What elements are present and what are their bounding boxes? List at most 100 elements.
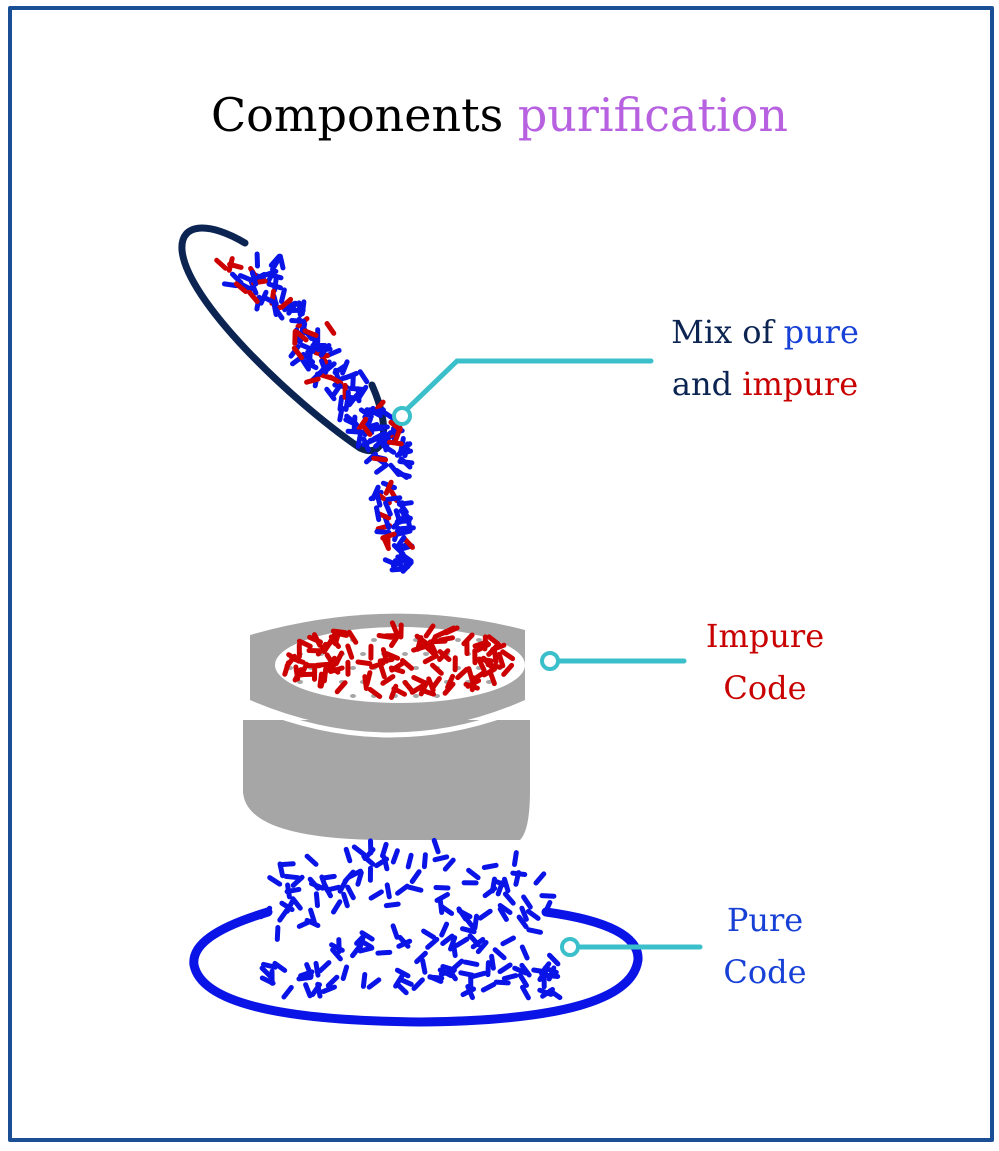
label-pure-line1: Pure [726,901,804,939]
pure-particle [480,981,497,993]
impure-particle [496,651,506,669]
mixed-particles [214,251,416,574]
impure-particle [475,641,492,653]
pure-particle [299,299,307,317]
pure-particle [421,928,437,940]
pure-particle [355,432,363,449]
impure-particle [500,649,516,662]
pure-particle [492,947,507,961]
pure-particle [358,938,374,950]
pure-particle [299,356,311,372]
pure-particle [396,938,413,949]
impure-particle [377,657,395,664]
label-pure-line2: Code [723,953,807,991]
impure-particle [304,376,321,385]
impure-particle [487,669,497,687]
impure-particle [378,662,387,680]
pure-particle [278,861,296,868]
pure-particle [367,434,385,443]
pure-particle [374,505,382,523]
pure-particle [318,343,332,358]
pure-particle [521,894,533,910]
pure-particle [495,880,505,897]
pure-particle [434,892,450,903]
impure-particle [426,676,436,693]
pure-particle [512,850,519,867]
pure-particle [458,970,475,978]
pure-particle [464,916,477,931]
pure-particle [437,967,454,979]
impure-particle [411,644,428,653]
pure-particle [398,525,416,532]
impure-particle [247,289,260,304]
pure-particle [317,960,332,974]
pure-particle [355,870,364,887]
pure-particle [510,870,528,877]
pure-particle [542,900,553,916]
pure-particle [390,923,400,940]
pure-particle [384,882,392,900]
pure-particle [374,491,383,508]
pure-particle [396,448,414,457]
pure-particle [237,273,254,283]
callout-mix [392,358,654,426]
pure-particle [300,351,316,365]
impure-particle [445,673,456,690]
impure-particle [388,419,403,433]
impure-particle [383,479,394,496]
pure-particle [381,443,397,455]
pure-particle [332,363,348,375]
impure-particle [430,662,444,676]
impure-particle [380,531,397,541]
impure-particle [437,648,451,662]
impure-particle [423,623,436,639]
pure-particle [289,318,307,324]
pure-particle [303,982,313,999]
label-mix-of-pure-and-impure: Mix of pure and impure [640,306,890,410]
pure-particle [481,862,499,870]
pure-particle [432,854,450,863]
pure-particle [526,927,543,935]
pure-particle [362,405,376,420]
pure-particle [519,944,530,961]
pure-particle [368,889,384,901]
pure-particle [285,882,292,900]
impure-particle [486,634,502,647]
pure-particle [540,987,555,999]
pure-particle [497,906,509,922]
impure-particle [214,257,229,271]
impure-particle [481,655,495,670]
pure-particle [370,485,381,501]
pure-particle [470,937,486,950]
pure-particle [497,903,513,915]
pure-particle [313,891,320,909]
impure-particle [443,625,460,636]
pure-particle [263,295,279,306]
impure-particle [296,638,313,649]
pure-particle [374,529,392,535]
pure-particle [350,943,363,959]
pure-particle [393,973,405,989]
impure-particle [371,455,389,463]
pure-particle [351,844,367,857]
pure-particle [450,958,465,972]
pure-particle [380,408,395,421]
impure-particle [389,683,399,700]
pure-particle [383,901,401,909]
impure-particle [400,658,415,671]
pure-particle [272,960,288,973]
pure-particle [437,898,445,915]
impure-particle [356,416,369,432]
impure-particle [345,643,355,660]
pure-particle [489,953,496,971]
label-pure-code: Pure Code [690,894,840,998]
pure-particle [421,852,428,870]
pure-particle [533,871,547,886]
pure-particle [450,941,458,958]
pure-particle [310,982,322,998]
pure-particle [431,837,441,855]
pure-particle [341,891,350,909]
pure-particle [539,893,557,899]
impure-particle [355,659,373,667]
impure-particle [389,620,400,637]
